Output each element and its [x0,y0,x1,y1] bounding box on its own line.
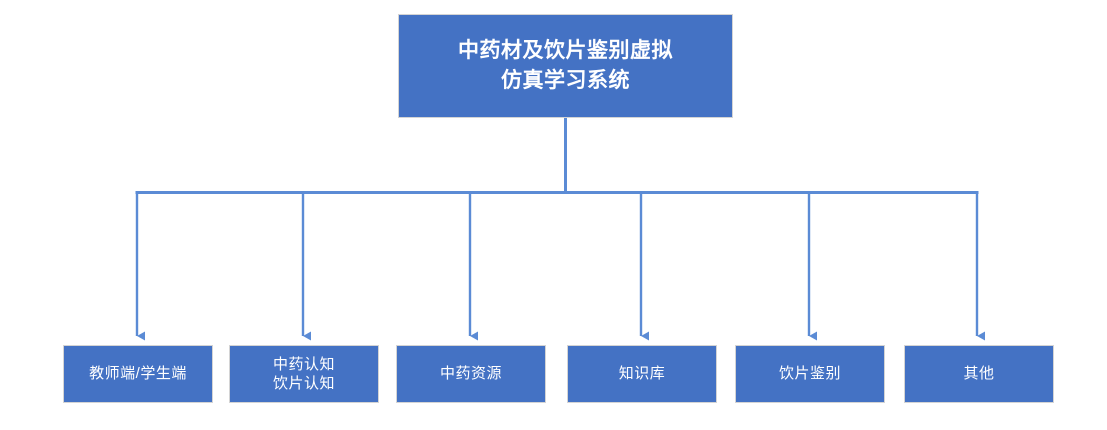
leaf-node-label: 饮片鉴别 [778,365,841,383]
leaf-node-teacher-student[interactable]: 教师端/学生端 [63,345,213,403]
root-node[interactable]: 中药材及饮片鉴别虚拟 仿真学习系统 [398,14,733,118]
leaf-node-label: 知识库 [618,365,666,383]
root-node-label: 中药材及饮片鉴别虚拟 仿真学习系统 [458,39,673,92]
leaf-node-label: 中药资源 [439,365,502,383]
leaf-node-herb-resources[interactable]: 中药资源 [396,345,546,403]
leaf-node-knowledge-base[interactable]: 知识库 [567,345,717,403]
leaf-node-label: 其他 [963,365,995,383]
leaf-node-other[interactable]: 其他 [904,345,1054,403]
leaf-node-label: 教师端/学生端 [89,365,187,383]
leaf-node-slice-identification[interactable]: 饮片鉴别 [735,345,885,403]
leaf-node-label: 中药认知 饮片认知 [272,355,335,393]
leaf-node-herb-slice-cognition[interactable]: 中药认知 饮片认知 [229,345,379,403]
